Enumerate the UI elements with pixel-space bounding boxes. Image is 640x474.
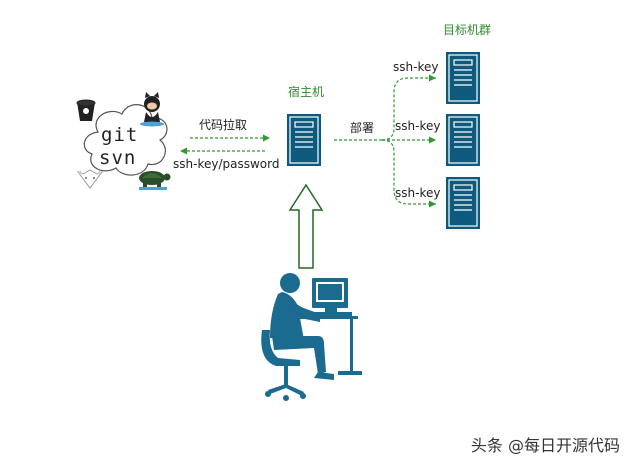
git-label: git: [101, 124, 139, 146]
deploy-label: 部署: [350, 121, 375, 135]
target-server-icon: [445, 176, 481, 230]
tortoise-svn-icon: [139, 171, 171, 190]
gitlab-fox-icon: [76, 169, 104, 189]
ssh-key-label: ssh-key: [395, 119, 441, 133]
auth-return-label: ssh-key/password: [173, 157, 280, 171]
deploy-arrows: [334, 74, 436, 208]
svn-label: svn: [99, 147, 137, 169]
target-server-icon: [445, 113, 481, 167]
up-arrow: [288, 183, 324, 269]
host-server-icon: [286, 113, 322, 167]
target-server-icon: [445, 51, 481, 105]
host-label: 宿主机: [288, 85, 325, 99]
code-pull-label: 代码拉取: [199, 118, 248, 132]
watermark: 头条 @每日开源代码: [470, 436, 620, 455]
person-at-computer-icon: [261, 273, 362, 401]
ssh-key-label: ssh-key: [393, 60, 439, 74]
github-octocat-icon: [140, 92, 164, 127]
ssh-key-label: ssh-key: [395, 186, 441, 200]
bitbucket-icon: [76, 99, 96, 121]
target-group-label: 目标机群: [443, 23, 492, 37]
